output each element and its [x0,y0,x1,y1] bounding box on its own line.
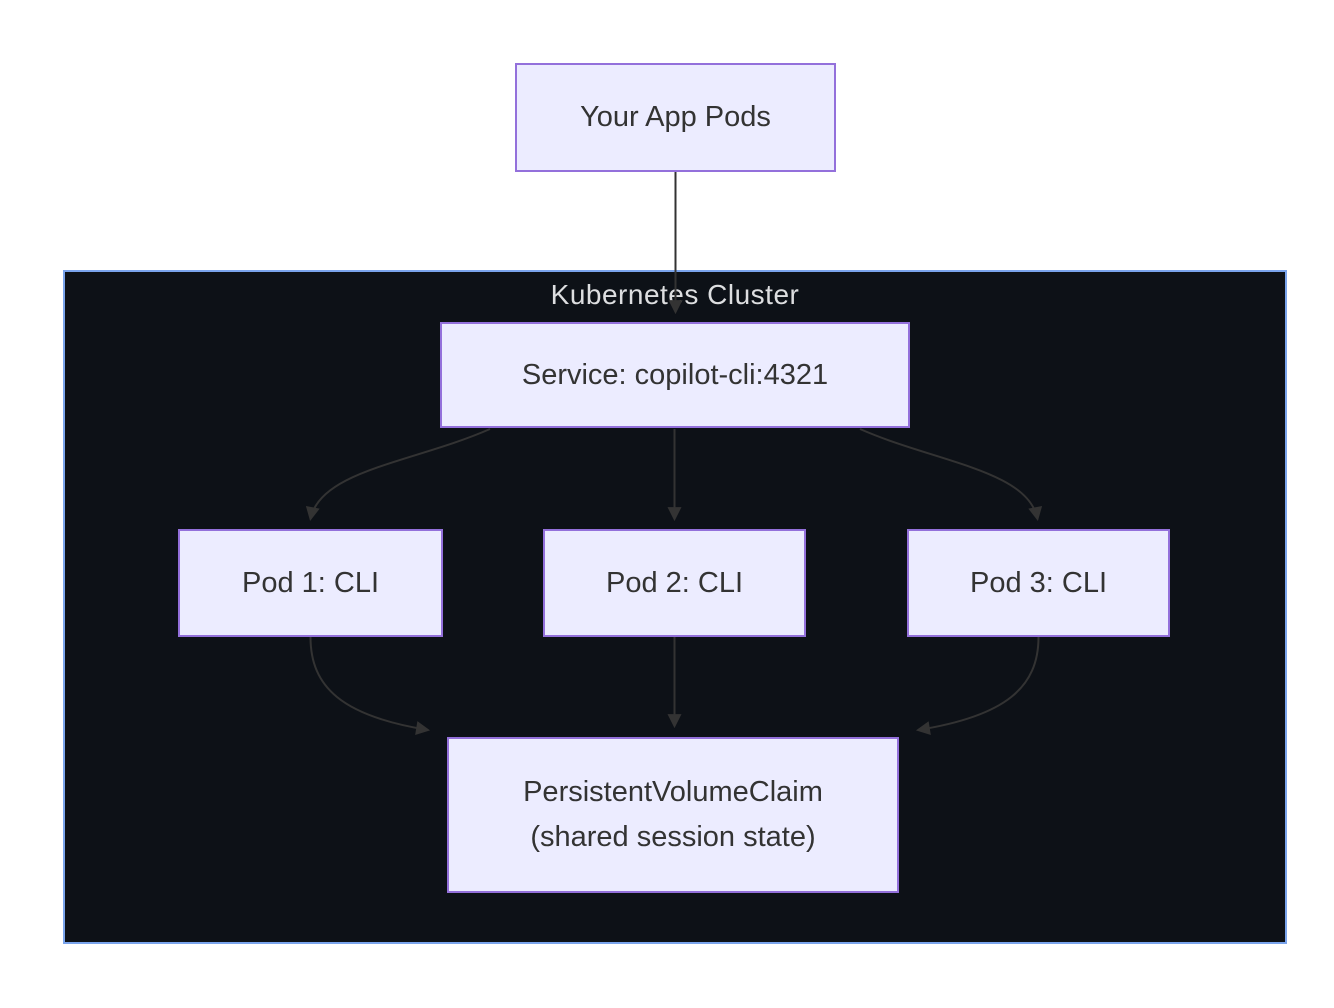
node-pod-3: Pod 3: CLI [907,529,1170,637]
node-pod-2-label: Pod 2: CLI [605,566,744,599]
kubernetes-cluster-label: Kubernetes Cluster [550,279,800,310]
node-pvc-label-line2: (shared session state) [530,821,816,853]
node-pvc-label-line1: PersistentVolumeClaim [523,776,823,809]
node-pod-1-label: Pod 1: CLI [241,566,380,599]
node-pod-3-label: Pod 3: CLI [969,566,1108,599]
node-pod-1: Pod 1: CLI [178,529,443,637]
node-service-copilot-cli: Service: copilot-cli:4321 [440,322,910,428]
node-persistent-volume-claim: PersistentVolumeClaim (shared session st… [447,737,899,893]
node-your-app-pods-label: Your App Pods [580,101,771,134]
node-service-label: Service: copilot-cli:4321 [521,358,829,391]
node-pod-2: Pod 2: CLI [543,529,806,637]
node-your-app-pods: Your App Pods [515,63,836,172]
